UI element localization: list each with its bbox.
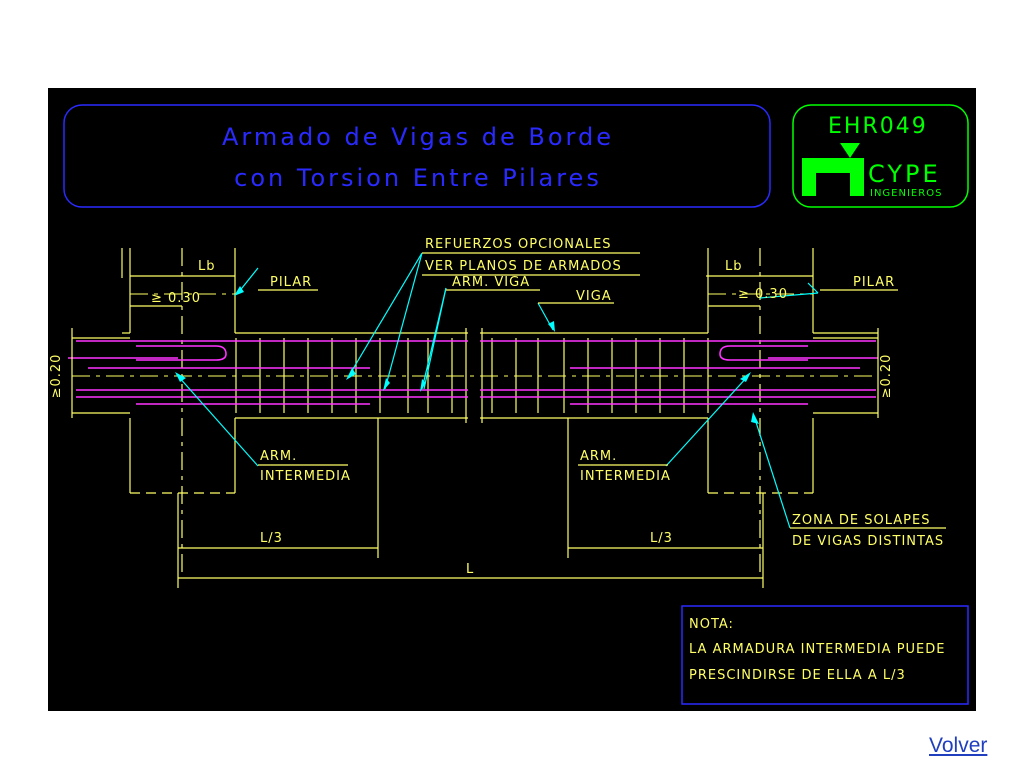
- label-arm-int-right-1: ARM.: [580, 449, 617, 464]
- cad-drawing: Armado de Vigas de Borde con Torsion Ent…: [48, 88, 976, 711]
- cype-logo: EHR049 CYPE INGENIEROS: [792, 104, 969, 208]
- label-arm-int-right-2: INTERMEDIA: [580, 469, 671, 484]
- label-zona-2: DE VIGAS DISTINTAS: [792, 534, 944, 549]
- label-arm-viga: ARM. VIGA: [452, 275, 530, 290]
- label-min030-left: ≥ 0.30: [151, 291, 201, 306]
- label-lb-right: Lb: [725, 259, 743, 274]
- logo-triangle-icon: [840, 143, 860, 158]
- note-box: NOTA: LA ARMADURA INTERMEDIA PUEDE PRESC…: [681, 605, 969, 705]
- logo-bar-icon: [802, 158, 864, 173]
- stirrups: [235, 338, 709, 413]
- annotation-labels: REFUERZOS OPCIONALES VER PLANOS DE ARMAD…: [151, 237, 946, 577]
- label-l3-left: L/3: [260, 531, 283, 546]
- label-pilar-right: PILAR: [853, 275, 895, 290]
- label-min020-right: ≥0.20: [879, 354, 894, 399]
- note-line-1: LA ARMADURA INTERMEDIA PUEDE: [689, 642, 946, 657]
- rebar: [68, 340, 878, 405]
- logo-brand: CYPE: [868, 160, 941, 188]
- label-refuerzos-1: REFUERZOS OPCIONALES: [425, 237, 612, 252]
- label-arm-int-left-2: INTERMEDIA: [260, 469, 351, 484]
- label-lb-left: Lb: [198, 259, 216, 274]
- logo-leg-left-icon: [802, 158, 816, 196]
- label-refuerzos-2: VER PLANOS DE ARMADOS: [425, 259, 622, 274]
- logo-code: EHR049: [828, 114, 928, 139]
- volver-link[interactable]: Volver: [929, 734, 988, 757]
- dimensions: [71, 248, 879, 588]
- note-heading: NOTA:: [689, 617, 734, 632]
- right-column: [480, 248, 878, 578]
- label-pilar-left: PILAR: [270, 275, 312, 290]
- beam-diagram: Armado de Vigas de Borde con Torsion Ent…: [49, 104, 969, 705]
- label-arm-int-left-1: ARM.: [260, 449, 297, 464]
- title-line-2: con Torsion Entre Pilares: [234, 164, 602, 192]
- leaders: [177, 252, 819, 529]
- label-min030-right: ≥ 0.30: [738, 287, 788, 302]
- label-l-total: L: [466, 562, 474, 577]
- note-line-2: PRESCINDIRSE DE ELLA A L/3: [689, 668, 906, 683]
- logo-leg-right-icon: [850, 158, 864, 196]
- logo-sub: INGENIEROS: [870, 188, 942, 199]
- arrowheads: [175, 286, 759, 424]
- centerlines: [72, 293, 878, 377]
- title-box: [63, 104, 771, 208]
- label-l3-right: L/3: [650, 531, 673, 546]
- label-zona-1: ZONA DE SOLAPES: [792, 513, 930, 528]
- title-line-1: Armado de Vigas de Borde: [222, 123, 614, 151]
- label-viga: VIGA: [576, 289, 612, 304]
- left-column: [72, 248, 468, 578]
- label-min020-left: ≥0.20: [49, 354, 64, 399]
- logo-box: [792, 104, 969, 208]
